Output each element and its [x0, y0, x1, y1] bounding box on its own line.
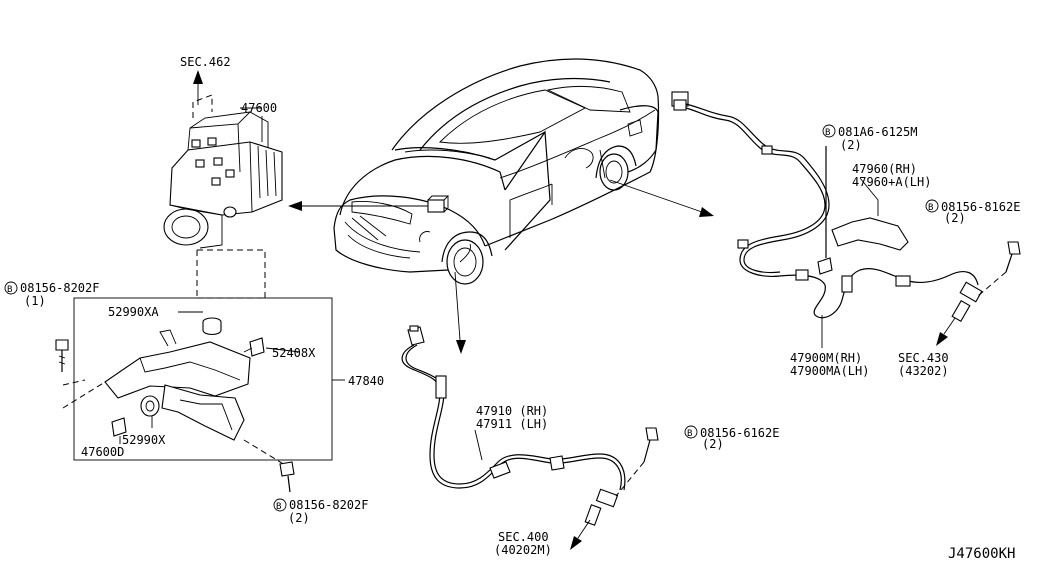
- label-sec400: SEC.400: [498, 530, 549, 544]
- label-08156-8162E-qty: (2): [944, 211, 966, 225]
- label-sec462: SEC.462: [180, 55, 231, 69]
- bolt-08156-8202F-bottom: [279, 461, 295, 493]
- label-08156-6162E-qty: (2): [702, 437, 724, 451]
- bolt-marker-letter-4: B: [928, 203, 933, 213]
- label-sec400-sub: (40202M): [494, 543, 552, 557]
- label-47600D: 47600D: [81, 445, 124, 459]
- part-labels: SEC.462 47600 B 08156-8202F (1) 52990XA …: [4, 55, 1020, 562]
- bolt-marker-letter-2: B: [276, 502, 281, 512]
- bolt-marker-letter: B: [7, 285, 12, 295]
- label-52408X: 52408X: [272, 346, 316, 360]
- bolt-marker-icon-2: [273, 498, 287, 512]
- label-47900M-rh: 47900M(RH): [790, 351, 862, 365]
- part-leader-lines: [119, 107, 879, 461]
- label-47840: 47840: [348, 374, 384, 388]
- label-08156-8202F-top: 08156-8202F: [20, 281, 99, 295]
- label-47600: 47600: [241, 101, 277, 115]
- label-08156-8202F-bottom: 08156-8202F: [289, 498, 368, 512]
- label-47911-lh: 47911 (LH): [476, 417, 548, 431]
- label-47960-rh: 47960(RH): [852, 162, 917, 176]
- label-08156-6162E: 08156-6162E: [700, 426, 779, 440]
- label-47960-lh: 47960+A(LH): [852, 175, 931, 189]
- car-illustration: [333, 58, 660, 285]
- rear-wheel-sensor-harness: [671, 91, 1021, 346]
- diagram-id: J47600KH: [948, 546, 1015, 562]
- label-sec430-sub: (43202): [898, 364, 949, 378]
- bolt-08156-8202F-left: [55, 339, 69, 372]
- label-08156-8202F-bottom-qty: (2): [288, 511, 310, 525]
- bolt-marker-icon-3: [822, 124, 836, 138]
- bolt-marker-icon-5: [684, 425, 698, 439]
- label-47910-rh: 47910 (RH): [476, 404, 548, 418]
- abs-actuator-illustration: [163, 70, 283, 249]
- bolt-marker-letter-3: B: [825, 128, 830, 138]
- bolt-marker-icon-4: [925, 199, 939, 213]
- bracket-assembly: [62, 297, 333, 469]
- front-wheel-sensor-harness: [401, 325, 659, 550]
- label-08156-8202F-top-qty: (1): [24, 294, 46, 308]
- label-52990X: 52990X: [122, 433, 166, 447]
- bolt-marker-icon: [4, 281, 18, 295]
- label-08156-8162E: 08156-8162E: [941, 200, 1020, 214]
- label-081A6-6125M: 081A6-6125M: [838, 125, 917, 139]
- leader-arrows: [288, 179, 714, 354]
- label-sec430: SEC.430: [898, 351, 949, 365]
- label-081A6-6125M-qty: (2): [840, 138, 862, 152]
- label-52990XA: 52990XA: [108, 305, 159, 319]
- bolt-marker-letter-5: B: [687, 429, 692, 439]
- label-47900MA-lh: 47900MA(LH): [790, 364, 869, 378]
